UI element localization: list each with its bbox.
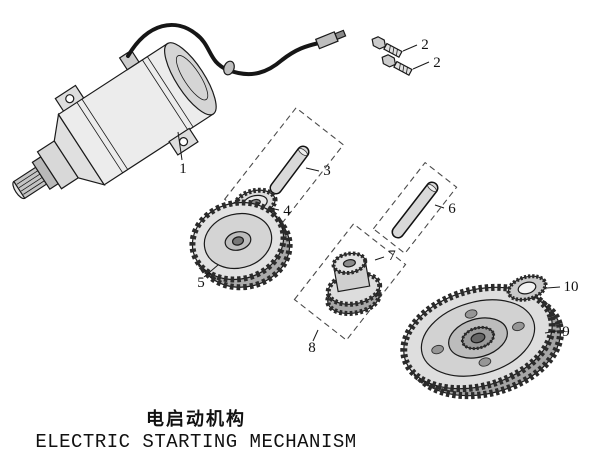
part-label-8: 8 (308, 340, 316, 356)
double-gear-7 (325, 251, 383, 316)
part-label-2b: 2 (433, 55, 441, 71)
bolt-lower (381, 54, 413, 76)
pin-6 (391, 181, 439, 239)
part-label-9: 9 (562, 324, 570, 340)
washer-10 (506, 274, 548, 302)
part-label-4: 4 (283, 203, 291, 219)
diagram-title-chinese: 电启动机构 (146, 408, 246, 430)
part-label-10: 10 (564, 279, 579, 295)
part-labels: 1 2 2 3 4 5 6 7 8 9 10 (179, 37, 578, 356)
leader-lines (177, 44, 561, 342)
pin-3 (269, 145, 310, 195)
part-label-7: 7 (388, 248, 396, 264)
part-label-3: 3 (323, 163, 331, 179)
starter-motor-drawing (12, 42, 217, 200)
power-cable (126, 23, 347, 76)
part-label-6: 6 (448, 201, 456, 217)
part-label-1: 1 (179, 161, 187, 177)
gear-5 (189, 199, 293, 291)
dashed-box-pin6 (372, 161, 458, 255)
cable-connector (314, 29, 347, 50)
part-label-2a: 2 (421, 37, 429, 53)
part-label-5: 5 (197, 275, 205, 291)
driven-gear-9 (400, 283, 564, 400)
bolt-upper (371, 36, 403, 58)
diagram-title-english: ELECTRIC STARTING MECHANISM (35, 431, 356, 453)
